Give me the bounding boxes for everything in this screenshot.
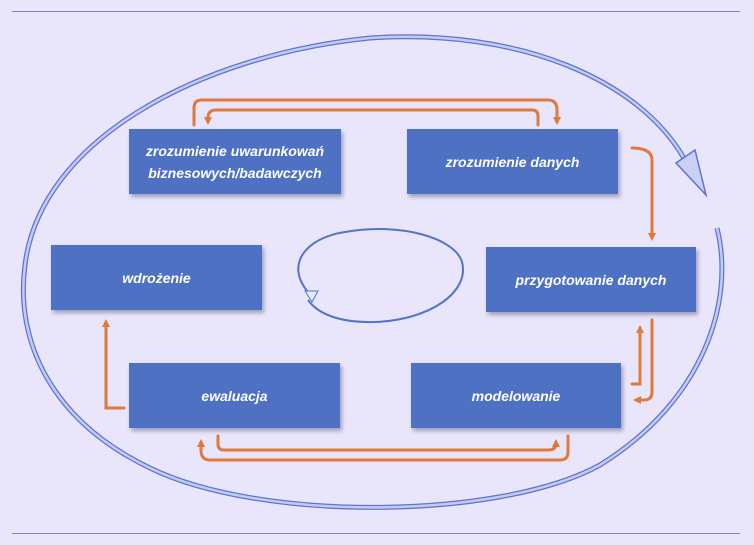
top-divider: [12, 11, 740, 12]
orange-flow-arrow-icon: [633, 318, 654, 404]
phase-label: zrozumienie danych: [445, 153, 580, 170]
orange-flow-arrow-icon: [630, 325, 644, 386]
phase-label: modelowanie: [471, 387, 561, 404]
orange-flow-arrow-icon: [102, 319, 126, 410]
outer-cycle-arrowhead-icon: [674, 148, 708, 198]
outer-cycle-arrow-icon: [20, 34, 725, 510]
inner-cycle-arrowhead-icon: [304, 290, 319, 303]
orange-flow-arrow-icon: [216, 434, 560, 452]
orange-flow-arrow-icon: [197, 434, 570, 462]
orange-flow-arrow-icon: [630, 146, 656, 241]
phase-label: zrozumienie uwarunkowań biznesowych/bada…: [145, 142, 325, 181]
phase-label: przygotowanie danych: [515, 271, 667, 288]
phase-data-understanding: zrozumienie danych: [407, 129, 618, 194]
phase-label: wdrożenie: [122, 269, 191, 286]
bottom-divider: [12, 533, 740, 534]
phase-data-preparation: przygotowanie danych: [486, 247, 696, 312]
phase-evaluation: ewaluacja: [129, 363, 340, 428]
phase-modeling: modelowanie: [411, 363, 621, 428]
inner-cycle-arrow-icon: [297, 228, 465, 324]
flow-arrows: [102, 98, 656, 462]
orange-flow-arrow-icon: [204, 108, 540, 127]
orange-flow-arrow-icon: [192, 98, 561, 127]
phase-deployment: wdrożenie: [51, 245, 262, 310]
phase-label: ewaluacja: [201, 387, 268, 404]
phase-business-understanding: zrozumienie uwarunkowań biznesowych/bada…: [129, 129, 341, 194]
